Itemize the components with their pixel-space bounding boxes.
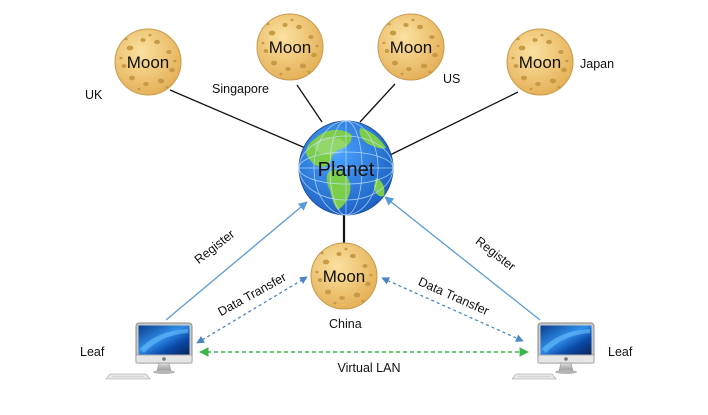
leaf-left: Leaf — [80, 322, 193, 380]
location-label-uk: UK — [85, 88, 103, 102]
planet: Planet — [298, 120, 394, 216]
link-us-moon — [359, 83, 396, 123]
link-japan-moon — [389, 91, 519, 156]
data-transfer-label-left: Data Transfer — [216, 270, 289, 319]
location-label-us: US — [443, 72, 460, 86]
location-label-japan: Japan — [580, 57, 614, 71]
moon-us: Moon — [377, 13, 445, 81]
moon-label: Moon — [269, 38, 312, 57]
moon-japan: Moon — [506, 28, 574, 96]
virtual-lan-label: Virtual LAN — [338, 361, 401, 375]
computer-icon — [135, 322, 193, 375]
keyboard-icon — [511, 373, 557, 380]
moon-label: Moon — [323, 267, 366, 286]
moon-label: Moon — [519, 53, 562, 72]
register-label-left: Register — [192, 227, 237, 267]
register-label-right: Register — [473, 234, 518, 274]
computer-icon — [537, 322, 595, 375]
register-arrow-left — [165, 201, 308, 321]
moon-singapore: Moon — [256, 13, 324, 81]
data-transfer-label-right: Data Transfer — [416, 275, 491, 319]
location-label-china: China — [329, 317, 362, 331]
keyboard-icon — [105, 373, 151, 380]
leaf-right: Leaf — [511, 322, 633, 380]
location-label-singapore: Singapore — [212, 82, 269, 96]
moon-uk: Moon — [114, 28, 182, 96]
planet-links — [169, 83, 519, 245]
moon-label: Moon — [127, 53, 170, 72]
planet-label: Planet — [318, 159, 375, 181]
globe-icon — [298, 120, 394, 216]
moon-label: Moon — [390, 38, 433, 57]
moon-china: Moon — [310, 242, 378, 310]
link-singapore-moon — [296, 84, 323, 123]
link-uk-moon — [169, 89, 311, 151]
leaf-label-left: Leaf — [80, 345, 105, 359]
data-transfer-arrow-right — [381, 277, 524, 342]
leaf-label-right: Leaf — [608, 345, 633, 359]
